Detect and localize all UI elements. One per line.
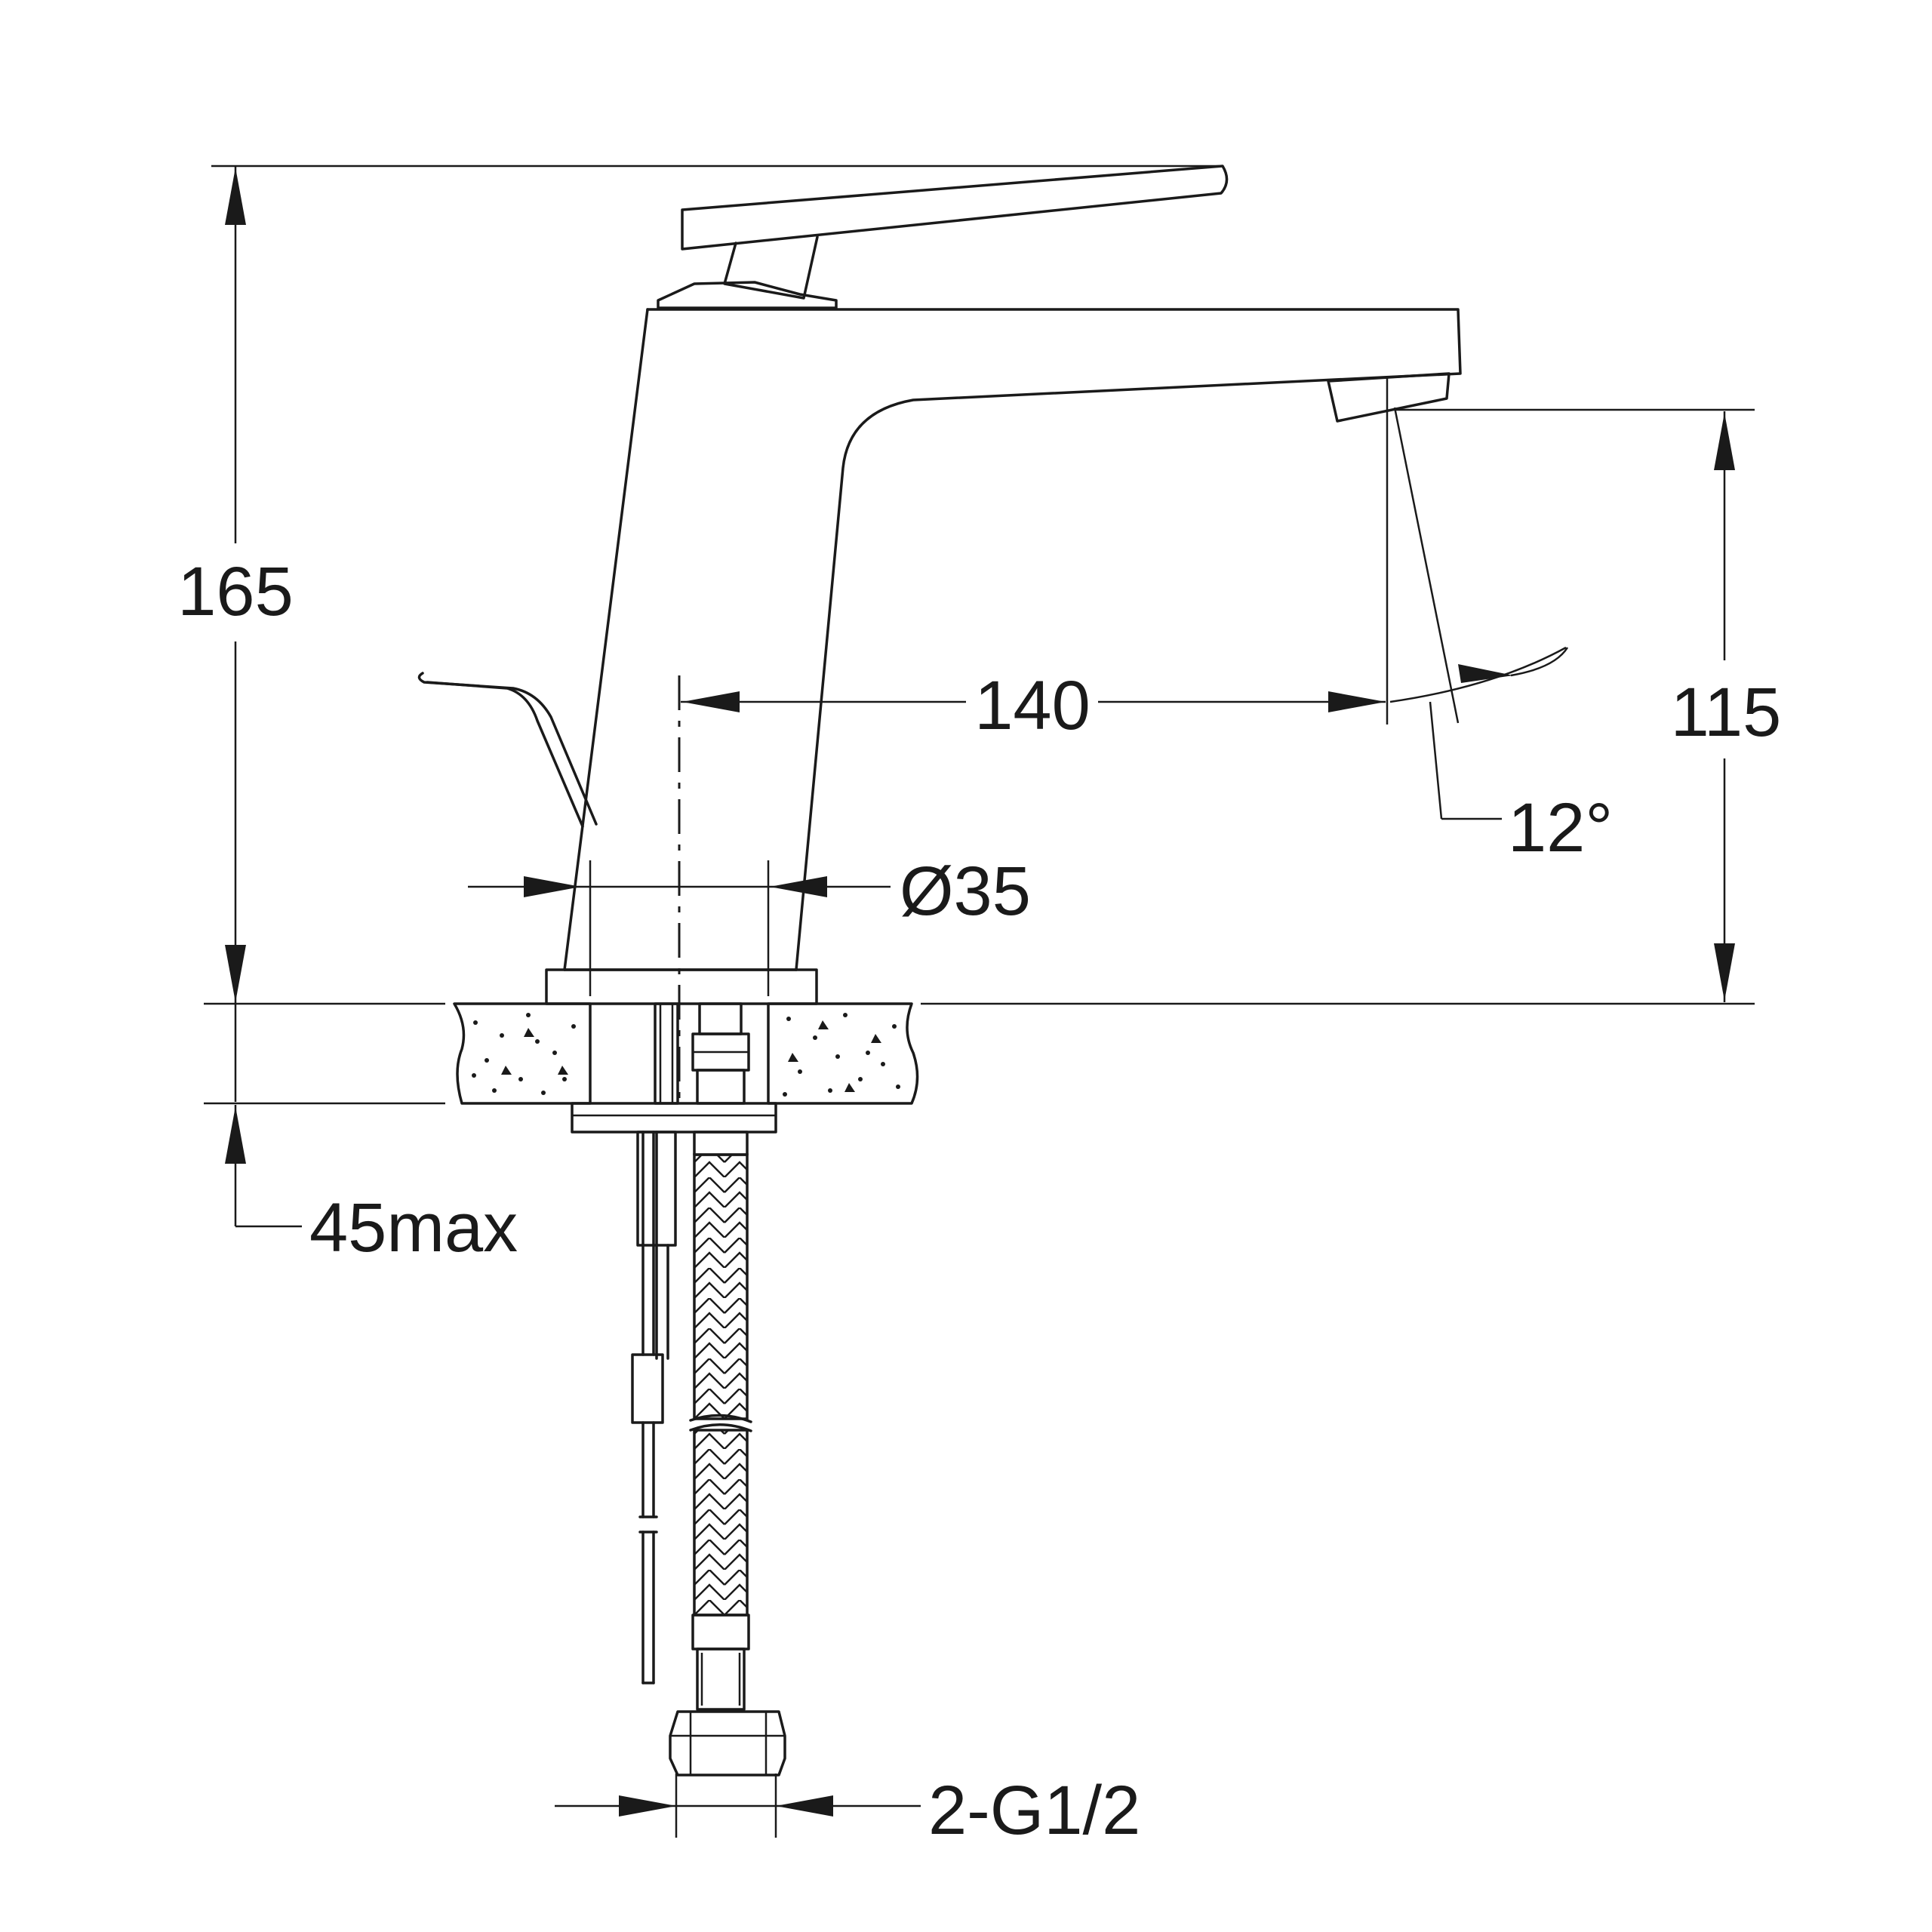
mounting-plate <box>571 1102 777 1134</box>
dim-connection: 2-G1/2 <box>555 1772 1140 1849</box>
dim-spout-height: 115 <box>921 408 1782 1005</box>
base-flange <box>545 968 818 1005</box>
dim-counter-thickness: 45max <box>204 1004 518 1266</box>
popup-waste-lever <box>417 672 598 828</box>
dim-spout-reach: 140 <box>681 667 1386 744</box>
threaded-rod <box>636 1002 679 1360</box>
dim-total-height: 165 <box>177 165 1223 1005</box>
label-base-diameter: Ø35 <box>900 853 1031 930</box>
faucet-lever-handle <box>657 165 1229 309</box>
label-counter-thickness: 45max <box>309 1189 518 1266</box>
dim-base-diameter: Ø35 <box>468 853 1031 996</box>
label-connection: 2-G1/2 <box>928 1772 1140 1849</box>
hose-top-nut <box>691 1002 750 1156</box>
dim-spout-angle: 12° <box>1386 377 1613 866</box>
countertop-section <box>453 1002 919 1105</box>
popup-rod <box>631 1131 664 1684</box>
label-total-height: 165 <box>177 553 294 630</box>
hose-connection-nut <box>669 1710 786 1777</box>
spout-aerator <box>1327 372 1451 423</box>
braided-hose <box>689 1153 752 1711</box>
label-spout-reach: 140 <box>974 667 1091 744</box>
label-spout-angle: 12° <box>1508 789 1613 866</box>
label-spout-height: 115 <box>1671 674 1782 751</box>
